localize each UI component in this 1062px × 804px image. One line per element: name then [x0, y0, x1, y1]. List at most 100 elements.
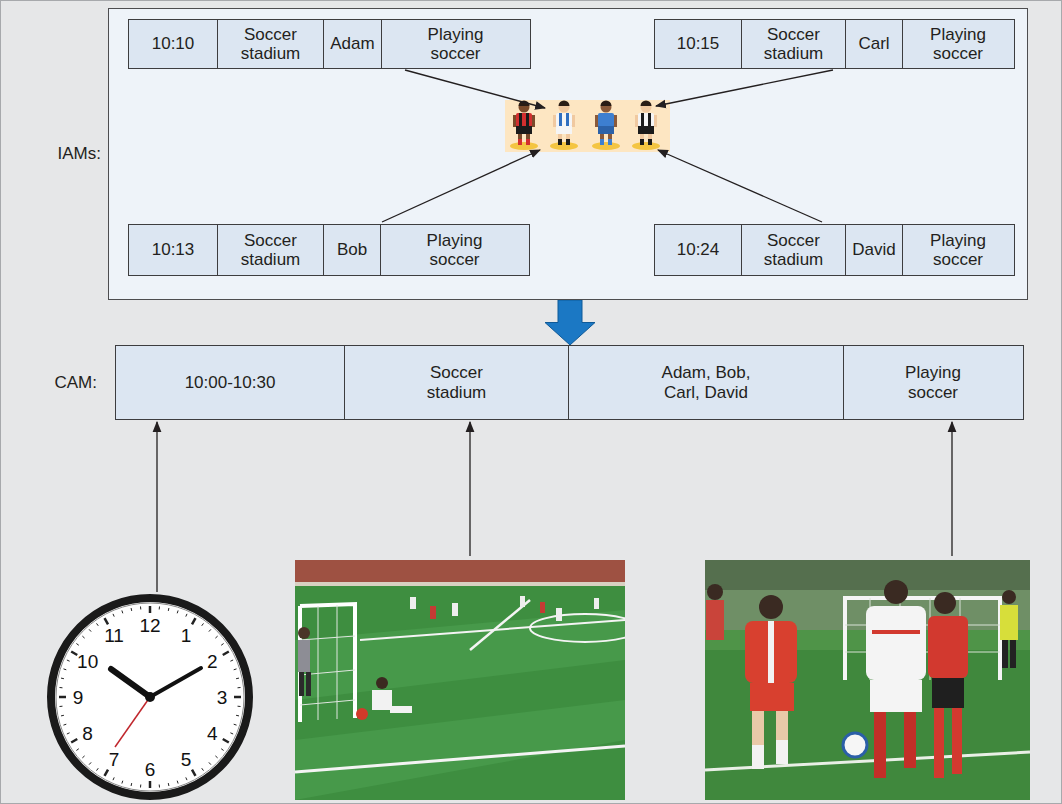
match-photo: [1000, 605, 1018, 640]
player-icons: [505, 100, 670, 152]
player-icons: [566, 113, 569, 127]
iam-cell: Bob: [323, 224, 381, 276]
clock-tick: [140, 785, 141, 788]
clock-tick: [221, 749, 223, 751]
stadium-photo: [298, 627, 310, 639]
clock-tick: [67, 733, 70, 734]
match-photo: [705, 560, 1030, 590]
leader-arrow: [405, 70, 545, 108]
iam-cell: 10:24: [654, 224, 742, 276]
clock-tick: [234, 696, 241, 699]
clock-tick: [131, 783, 133, 786]
match-photo: [934, 592, 956, 614]
clock-icon: [115, 697, 150, 747]
clock-numeral: 3: [217, 688, 228, 707]
iam-cell: 10:10: [128, 19, 218, 69]
leader-arrow: [658, 150, 822, 222]
cell-text: David: [852, 240, 895, 259]
player-icons: [640, 139, 644, 145]
clock-tick: [215, 636, 217, 638]
clock-numeral: 4: [207, 724, 218, 743]
match-photo: [752, 711, 764, 769]
clock-tick: [71, 739, 77, 743]
match-photo: [904, 712, 916, 768]
clock-tick: [105, 618, 109, 624]
stadium-photo: [295, 560, 625, 582]
cell-text: 10:15: [677, 34, 720, 53]
stadium-photo: [376, 677, 388, 689]
clock-tick: [202, 768, 204, 770]
match-photo: [928, 616, 968, 678]
clock-tick: [97, 623, 99, 625]
clock-tick: [76, 749, 78, 751]
player-icons: [556, 126, 572, 134]
clock-tick: [238, 706, 241, 707]
player-icons: [550, 142, 578, 150]
clock-tick: [236, 678, 239, 680]
player-icons: [648, 133, 652, 145]
clock-tick: [234, 724, 237, 726]
clock-tick: [209, 762, 211, 764]
clock-tick: [105, 770, 109, 776]
player-icons: [566, 139, 570, 145]
iam-cell: Soccer stadium: [217, 224, 325, 276]
row-label: IAMs:: [58, 144, 101, 163]
panel-fill: [108, 8, 1028, 300]
clock-tick: [82, 636, 84, 638]
cam-cell: Playing soccer: [843, 345, 1024, 420]
stadium-photo: [372, 690, 392, 710]
player-icons: [550, 101, 578, 151]
leader-arrow: [157, 70, 952, 592]
clock-tick: [121, 781, 123, 784]
iam-cell: Soccer stadium: [741, 19, 847, 69]
iam-cell: Adam: [323, 19, 382, 69]
stadium-photo: [410, 596, 599, 621]
clock-tick: [97, 768, 99, 770]
clock-tick: [209, 629, 211, 631]
match-photo: [1002, 640, 1008, 668]
cell-text: Soccer stadium: [231, 231, 311, 269]
cell-text: Playing soccer: [893, 363, 973, 401]
clock-tick: [59, 696, 66, 699]
cam-cell: 10:00-10:30: [115, 345, 345, 420]
clock-tick: [202, 623, 204, 625]
clock-tick: [159, 785, 160, 788]
cell-text: Soccer stadium: [417, 363, 497, 401]
match-photo: [752, 745, 764, 769]
cam-record: CAM:10:00-10:30Soccer stadiumAdam, Bob, …: [115, 345, 1025, 420]
player-icons: [601, 101, 612, 107]
player-icons: [592, 142, 620, 150]
player-icons: [516, 126, 532, 134]
clock-numeral: 2: [207, 652, 218, 671]
cell-text: Bob: [337, 240, 367, 259]
stadium-photo: [298, 640, 310, 672]
stadium-photo: [430, 606, 436, 619]
player-icons: [648, 139, 652, 145]
clock-tick: [61, 715, 64, 717]
clock-tick: [89, 762, 91, 764]
leader-arrow: [382, 150, 540, 222]
match-photo: [776, 740, 788, 764]
match-photo: [759, 595, 783, 619]
player-icons: [559, 113, 562, 127]
stadium-photo: [530, 614, 625, 642]
player-icons: [518, 133, 522, 145]
clock-numeral: 7: [109, 750, 120, 769]
clock-icon: [56, 603, 244, 791]
iam-cell: Soccer stadium: [741, 224, 847, 276]
player-icons: [600, 139, 604, 145]
stadium-photo: [470, 600, 530, 650]
clock-tick: [121, 610, 123, 613]
match-photo: [843, 733, 867, 757]
player-icons: [516, 113, 532, 127]
leader-arrow: [469, 422, 470, 556]
player-icons: [601, 102, 612, 113]
stadium-photo: [410, 597, 416, 609]
iam-cell: Playing soccer: [380, 224, 530, 276]
stadium-photo: [360, 620, 625, 640]
iam-cell: Soccer stadium: [217, 19, 325, 69]
